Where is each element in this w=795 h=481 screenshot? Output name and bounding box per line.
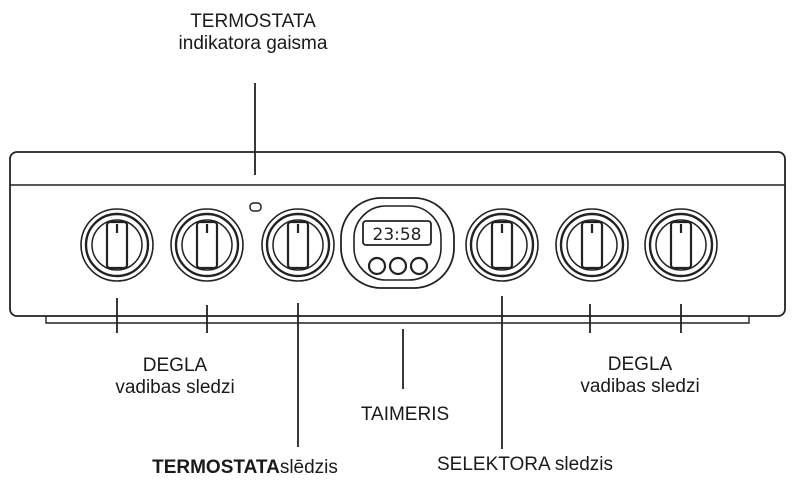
timer-label-text: TAIMERIS xyxy=(360,404,450,425)
timer-display-text: 23:58 xyxy=(373,225,422,245)
thermostat-switch-label-rest: slēdzis xyxy=(279,457,338,478)
knob-grip xyxy=(669,220,693,270)
knob-grip xyxy=(580,220,604,270)
panel-body xyxy=(9,151,786,317)
control-knob-4[interactable] xyxy=(465,208,539,282)
knob-grip xyxy=(195,220,219,270)
knob-grip xyxy=(286,220,310,270)
thermostat-light-label-line1: TERMOSTATA xyxy=(190,11,316,32)
timer-label: TAIMERIS xyxy=(330,404,480,426)
timer-button-3[interactable] xyxy=(409,256,429,276)
selector-switch-label-text: SELEKTORA sledzis xyxy=(436,454,613,475)
control-knob-6[interactable] xyxy=(644,208,718,282)
selector-switch-label: SELEKTORA sledzis xyxy=(390,454,660,476)
thermostat-light-label: TERMOSTATA indikatora gaisma xyxy=(118,11,388,55)
timer-module xyxy=(340,197,455,289)
control-knob-3[interactable] xyxy=(261,208,335,282)
control-knob-5[interactable] xyxy=(555,208,629,282)
knob-grip xyxy=(105,220,129,270)
burner-left-label-line1: DEGLA xyxy=(142,355,208,376)
burner-left-label: DEGLA vadibas sledzi xyxy=(70,355,280,399)
control-knob-2[interactable] xyxy=(170,208,244,282)
panel-bottom-rail xyxy=(45,316,750,324)
timer-display xyxy=(362,220,432,246)
burner-right-label: DEGLA vadibas sledzi xyxy=(540,354,740,398)
thermostat-switch-label-bold: TERMOSTATA xyxy=(152,457,280,478)
thermostat-light-label-line2: indikatora gaisma xyxy=(178,33,328,54)
burner-right-label-line2: vadibas sledzi xyxy=(580,376,700,397)
timer-button-1[interactable] xyxy=(367,256,387,276)
thermostat-switch-label: TERMOSTATAslēdzis xyxy=(110,457,380,479)
indicator-light xyxy=(249,202,262,212)
burner-right-label-line1: DEGLA xyxy=(607,354,673,375)
knob-grip xyxy=(490,220,514,270)
timer-button-2[interactable] xyxy=(388,256,408,276)
control-knob-1[interactable] xyxy=(80,208,154,282)
burner-left-label-line2: vadibas sledzi xyxy=(115,377,235,398)
